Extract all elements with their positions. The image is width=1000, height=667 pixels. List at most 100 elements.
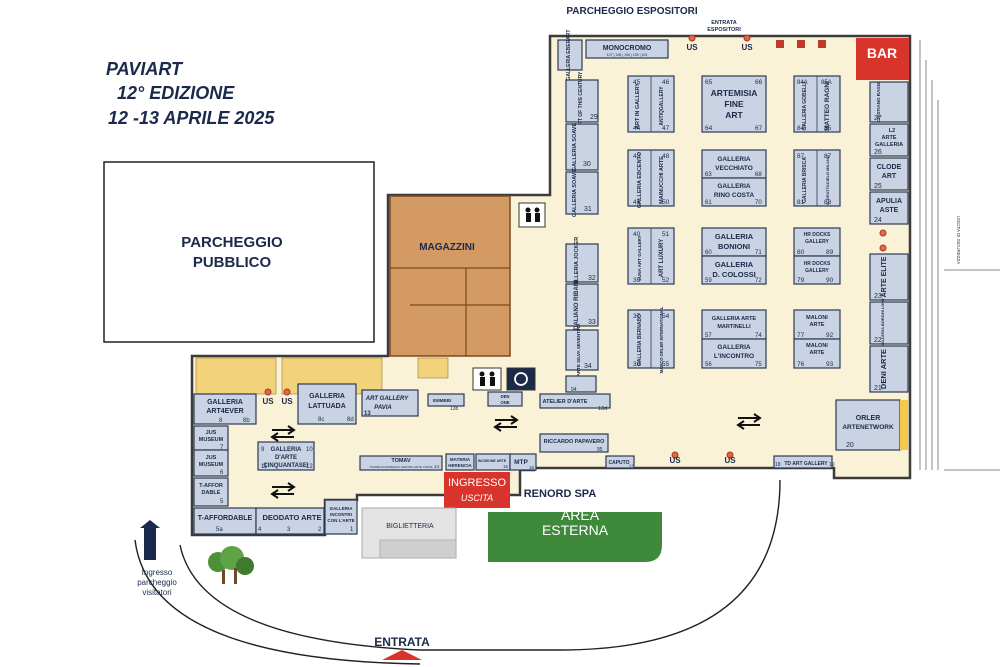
sponsor-label: RENORD SPA <box>524 488 597 500</box>
booth-t-affordable-5[interactable] <box>193 477 229 507</box>
booth-t-affordable-5a[interactable] <box>193 507 257 535</box>
booth-d-colossi[interactable] <box>701 255 767 285</box>
booth-daliano-ribani-name: DALIANO RIBANI <box>574 280 580 330</box>
booth-art-in-gallery-name: ART IN GALLERY <box>635 83 641 129</box>
booth-apulia-aste[interactable] <box>869 191 909 225</box>
wheelchair-icon-wheel <box>514 372 528 386</box>
booth-hr-docks-2[interactable] <box>793 255 841 285</box>
booth-galleria-lincontro-name2: L'INCONTRO <box>714 353 754 360</box>
booth-orler[interactable] <box>835 399 901 451</box>
flow-arrow <box>272 425 296 435</box>
booth-art-luxury-n2: 52 <box>662 277 670 284</box>
booth-artemisia-n3: 64 <box>705 125 713 132</box>
booth-clode-art[interactable] <box>869 157 909 191</box>
booth-jus-museum-7[interactable] <box>193 425 229 451</box>
booth-monocromo[interactable] <box>585 39 669 59</box>
flow-arrow <box>495 415 519 425</box>
booth-arte-elite[interactable] <box>869 253 909 301</box>
booth-artemisia-name2: FINE <box>724 99 744 109</box>
booth-galleria-soave-31[interactable] <box>565 171 599 215</box>
booth-rino-costa[interactable] <box>701 177 767 207</box>
booth-matteo-ragni-name: MATTEO RAGNI <box>824 81 831 131</box>
booth-galleria-elisi[interactable] <box>565 375 597 393</box>
booth-galleria-vecchiato-name2: VECCHIATO <box>715 165 753 172</box>
flow-arrow <box>736 420 760 430</box>
booth-d-colossi-n2: 72 <box>755 278 762 284</box>
booth-jus-museum-6-name1: JUS <box>206 455 217 461</box>
booth-galleria-soave-30[interactable] <box>565 123 599 171</box>
booth-td-art[interactable] <box>773 455 833 469</box>
booth-t-affordable-5-name1: T-AFFOR <box>199 483 223 489</box>
booth-galleria-art4ever-name1: GALLERIA <box>207 399 243 406</box>
restroom-label: US <box>724 456 736 465</box>
booth-galleria-borghi[interactable] <box>869 301 909 345</box>
booth-galleria-borghi-num: 22 <box>874 337 882 344</box>
booth-emmebi-name: EMMEBI <box>433 398 451 403</box>
booth-galleria-eberart[interactable] <box>557 39 583 71</box>
booth-arte-silva[interactable] <box>565 329 599 371</box>
booth-hr-docks-2-n2: 90 <box>826 277 834 284</box>
booth-daliano-ribani[interactable] <box>565 283 599 327</box>
booth-cinquantasei-name2: D'ARTE <box>275 455 297 461</box>
booth-galleria-jocker-name: GALLERIA JOCKER <box>574 237 580 289</box>
booth-hr-docks-2-name1: HR DOCKS <box>804 261 831 267</box>
booth-incontri-num: 1 <box>350 527 354 533</box>
booth-deodato[interactable] <box>255 507 325 535</box>
parking-exhibitors-label: PARCHEGGIO ESPOSITORI <box>566 6 698 17</box>
booth-d-colossi-n1: 59 <box>705 278 712 284</box>
booth-luna-art-name: LUNA ART GALLERY <box>637 235 642 280</box>
booth-galleria-art4ever-name2: ART4EVER <box>206 408 243 415</box>
ticket-office-label: BIGLIETTERIA <box>386 523 434 530</box>
booth-jus-museum-7-name2: MUSEUM <box>199 437 224 443</box>
wc-icon-person1b <box>479 371 485 377</box>
booth-art-of-this-century[interactable] <box>565 79 599 123</box>
restroom-dot <box>264 388 272 396</box>
booth-galleria-art4ever[interactable] <box>193 393 257 425</box>
booth-monocromo-name: MONOCROMO <box>603 45 652 52</box>
booth-deodato-n2: 3 <box>287 527 291 533</box>
booth-caputo[interactable] <box>605 455 635 469</box>
booth-galleria-brisca-n2: 81 <box>797 199 805 206</box>
booth-galleria-bonioni[interactable] <box>701 227 767 257</box>
booth-artemisia[interactable] <box>701 75 767 133</box>
flow-arrow <box>738 413 762 423</box>
booth-maloni-1[interactable] <box>793 309 841 340</box>
booth-cristiano-ragni[interactable] <box>869 81 909 123</box>
entrance-block[interactable] <box>444 472 510 508</box>
road-icon <box>179 479 781 651</box>
visitor-parking-label-1: Ingresso <box>142 568 173 577</box>
wc-icon-body1b <box>480 377 485 386</box>
wc-icon-person1 <box>525 207 531 213</box>
booth-galleria-soave-30-name: GALLERIA SOAVE <box>572 123 578 172</box>
seat <box>818 40 826 48</box>
booth-maloni-2[interactable] <box>793 338 841 369</box>
booth-riccardo-papavero[interactable] <box>539 433 609 453</box>
booth-cinquantasei-name3: CINQUANTASEI <box>263 463 309 469</box>
booth-jus-museum-6[interactable] <box>193 449 229 477</box>
booth-galleria-vecchiato-n1: 63 <box>705 172 712 178</box>
booth-mtp[interactable] <box>509 453 537 471</box>
booth-materia-herencia[interactable] <box>445 453 475 471</box>
booth-clode-art-name1: CLODE <box>877 164 902 171</box>
booth-deni-arte-num: 21 <box>874 385 882 392</box>
booth-riccardo-papavero-num: 95 <box>597 447 603 453</box>
booth-art-gallery-pavia[interactable] <box>361 389 419 417</box>
booth-artemisia-n1: 65 <box>705 79 713 86</box>
booth-galleria-lattuada[interactable] <box>297 383 357 425</box>
booth-atelier-darte[interactable] <box>539 393 611 409</box>
booth-galleria-jocker[interactable] <box>565 243 599 283</box>
restroom-label: US <box>686 43 698 52</box>
booth-art-in-gallery-n1: 45 <box>633 79 641 86</box>
booth-denone[interactable] <box>487 391 523 407</box>
booth-incontri-name1: GALLERIA <box>330 506 354 511</box>
booth-galleria-lincontro[interactable] <box>701 338 767 369</box>
restroom-dot <box>743 34 751 42</box>
booth-arte-martinelli[interactable] <box>701 309 767 340</box>
booth-caputo-num: 17 <box>629 463 634 468</box>
booth-cinquantasei[interactable] <box>257 441 315 471</box>
booth-emmebi[interactable] <box>427 393 465 407</box>
booth-tomav[interactable] <box>359 455 443 471</box>
booth-deni-arte[interactable] <box>869 345 909 393</box>
booth-incontri[interactable] <box>324 499 358 535</box>
booth-l2-arte[interactable] <box>869 123 909 157</box>
